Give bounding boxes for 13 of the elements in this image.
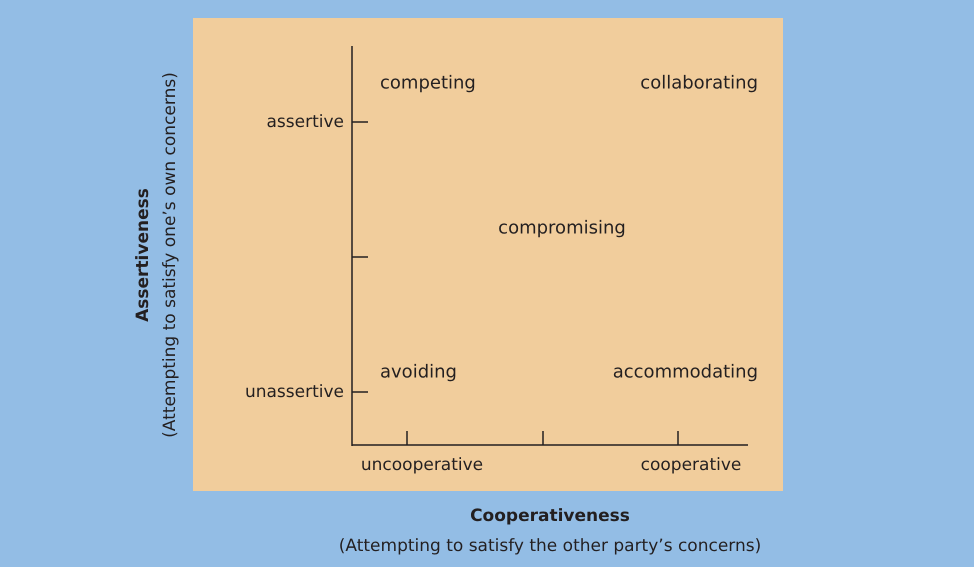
quadrant-label: collaborating (640, 72, 758, 94)
axis-tick-label: unassertive (244, 382, 344, 402)
axis-title: Assertiveness (133, 188, 153, 322)
axis-tick-label: uncooperative (360, 455, 484, 475)
axis-subtitle: (Attempting to satisfy one’s own concerns) (160, 72, 180, 438)
axis-subtitle: (Attempting to satisfy the other party’s concerns) (338, 536, 762, 556)
axis-title: Cooperativeness (470, 506, 630, 526)
axis-tick-label: cooperative (640, 455, 742, 475)
quadrant-label: avoiding (380, 362, 457, 382)
quadrant-label: accommodating (612, 362, 758, 382)
quadrant-label: compromising (498, 218, 626, 238)
quadrant-label: competing (380, 72, 476, 94)
axis-tick-label: assertive (266, 112, 344, 132)
